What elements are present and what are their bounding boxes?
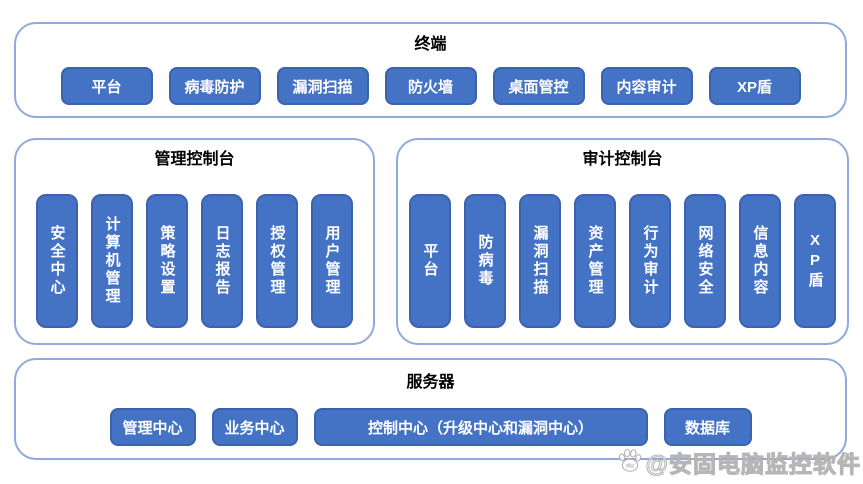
management-console-button-row: 安全中心计算机管理策略设置日志报告授权管理用户管理 <box>16 194 373 328</box>
management-console-node: 策略设置 <box>146 194 188 328</box>
terminal-node: XP盾 <box>708 67 801 105</box>
audit-console-node: 资产管理 <box>574 194 616 328</box>
server-node: 控制中心（升级中心和漏洞中心） <box>313 408 648 446</box>
audit-console-section: 审计控制台 平台防病毒漏洞扫描资产管理行为审计网络安全信息内容 XP盾 <box>396 138 849 345</box>
audit-console-node: 防病毒 <box>464 194 506 328</box>
audit-console-title: 审计控制台 <box>582 151 663 168</box>
server-title: 服务器 <box>406 374 455 391</box>
terminal-node: 桌面管控 <box>492 67 585 105</box>
audit-console-node: 网络安全 <box>684 194 726 328</box>
audit-console-node: XP盾 <box>794 194 836 328</box>
management-console-section: 管理控制台 安全中心计算机管理策略设置日志报告授权管理用户管理 <box>14 138 375 345</box>
terminal-node: 防火墙 <box>384 67 477 105</box>
audit-console-node: 行为审计 <box>629 194 671 328</box>
terminal-button-row: 平台病毒防护漏洞扫描防火墙桌面管控内容审计 XP盾 <box>16 67 845 105</box>
management-console-node: 用户管理 <box>311 194 353 328</box>
management-console-title: 管理控制台 <box>154 151 235 168</box>
watermark-text: @安固电脑监控软件 <box>645 451 861 478</box>
management-console-node: 安全中心 <box>36 194 78 328</box>
svg-text:du: du <box>626 462 634 469</box>
server-node: 管理中心 <box>109 408 196 446</box>
management-console-node: 计算机管理 <box>91 194 133 328</box>
server-node: 数据库 <box>663 408 752 446</box>
audit-console-node: 信息内容 <box>739 194 781 328</box>
audit-console-button-row: 平台防病毒漏洞扫描资产管理行为审计网络安全信息内容 XP盾 <box>398 194 847 328</box>
baidu-paw-icon: du <box>617 447 643 478</box>
terminal-node: 病毒防护 <box>168 67 261 105</box>
server-button-row: 管理中心业务中心控制中心（升级中心和漏洞中心） 数据库 <box>16 408 845 446</box>
server-section: 服务器 管理中心业务中心控制中心（升级中心和漏洞中心） 数据库 <box>14 358 847 460</box>
terminal-node: 漏洞扫描 <box>276 67 369 105</box>
terminal-title: 终端 <box>414 36 447 53</box>
audit-console-node: 漏洞扫描 <box>519 194 561 328</box>
terminal-node: 平台 <box>60 67 153 105</box>
management-console-node: 授权管理 <box>256 194 298 328</box>
management-console-node: 日志报告 <box>201 194 243 328</box>
watermark: du @安固电脑监控软件 <box>617 445 861 479</box>
server-node: 业务中心 <box>211 408 298 446</box>
terminal-section: 终端 平台病毒防护漏洞扫描防火墙桌面管控内容审计 XP盾 <box>14 22 847 118</box>
audit-console-node: 平台 <box>409 194 451 328</box>
terminal-node: 内容审计 <box>600 67 693 105</box>
